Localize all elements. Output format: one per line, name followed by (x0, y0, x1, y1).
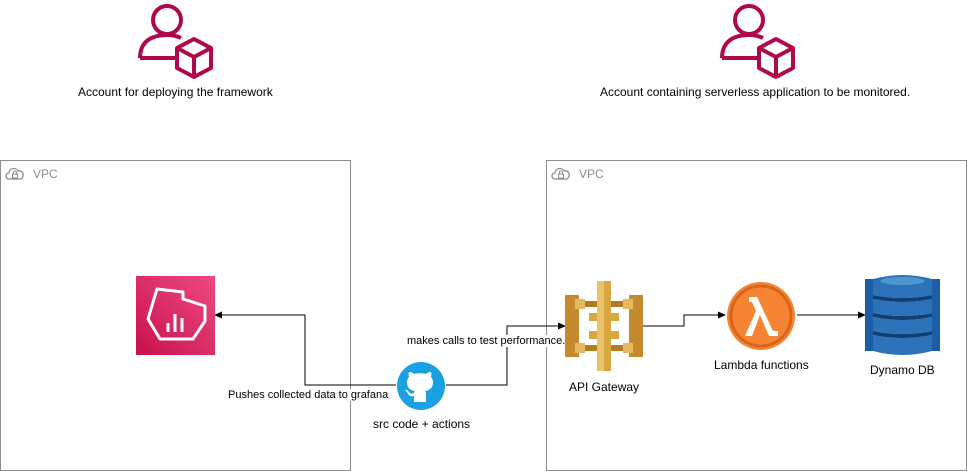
api-gateway-icon (565, 281, 643, 371)
account-left-label: Account for deploying the framework (78, 85, 273, 99)
user-account-icon (138, 4, 213, 79)
api-gateway-label: API Gateway (569, 380, 640, 394)
lambda-node[interactable] (725, 280, 797, 352)
dynamodb-node[interactable] (865, 275, 940, 355)
github-label: src code + actions (373, 417, 471, 431)
user-account-icon (720, 4, 795, 79)
github-icon (397, 362, 445, 410)
vpc-cloud-icon (5, 167, 24, 180)
lambda-icon (727, 282, 795, 350)
vpc-left-label: VPC (33, 167, 58, 181)
lambda-label: Lambda functions (714, 358, 809, 372)
api-gateway-node[interactable] (565, 281, 643, 371)
grafana-icon (136, 276, 215, 355)
edge-github-to-api (446, 322, 566, 386)
account-right (719, 2, 795, 80)
edge-api-to-lambda (643, 311, 726, 327)
dynamodb-label: Dynamo DB (870, 363, 935, 377)
edge-label-to-api: makes calls to test performance. (407, 335, 566, 347)
vpc-cloud-icon (551, 167, 570, 180)
github-node[interactable] (396, 361, 446, 411)
grafana-node[interactable] (136, 276, 215, 355)
account-right-label: Account containing serverless applicatio… (600, 85, 911, 99)
edge-label-to-grafana: Pushes collected data to grafana (228, 389, 389, 401)
edge-github-to-grafana (214, 311, 396, 386)
account-left (137, 2, 213, 80)
vpc-right-label: VPC (579, 167, 604, 181)
dynamodb-icon (865, 275, 940, 355)
